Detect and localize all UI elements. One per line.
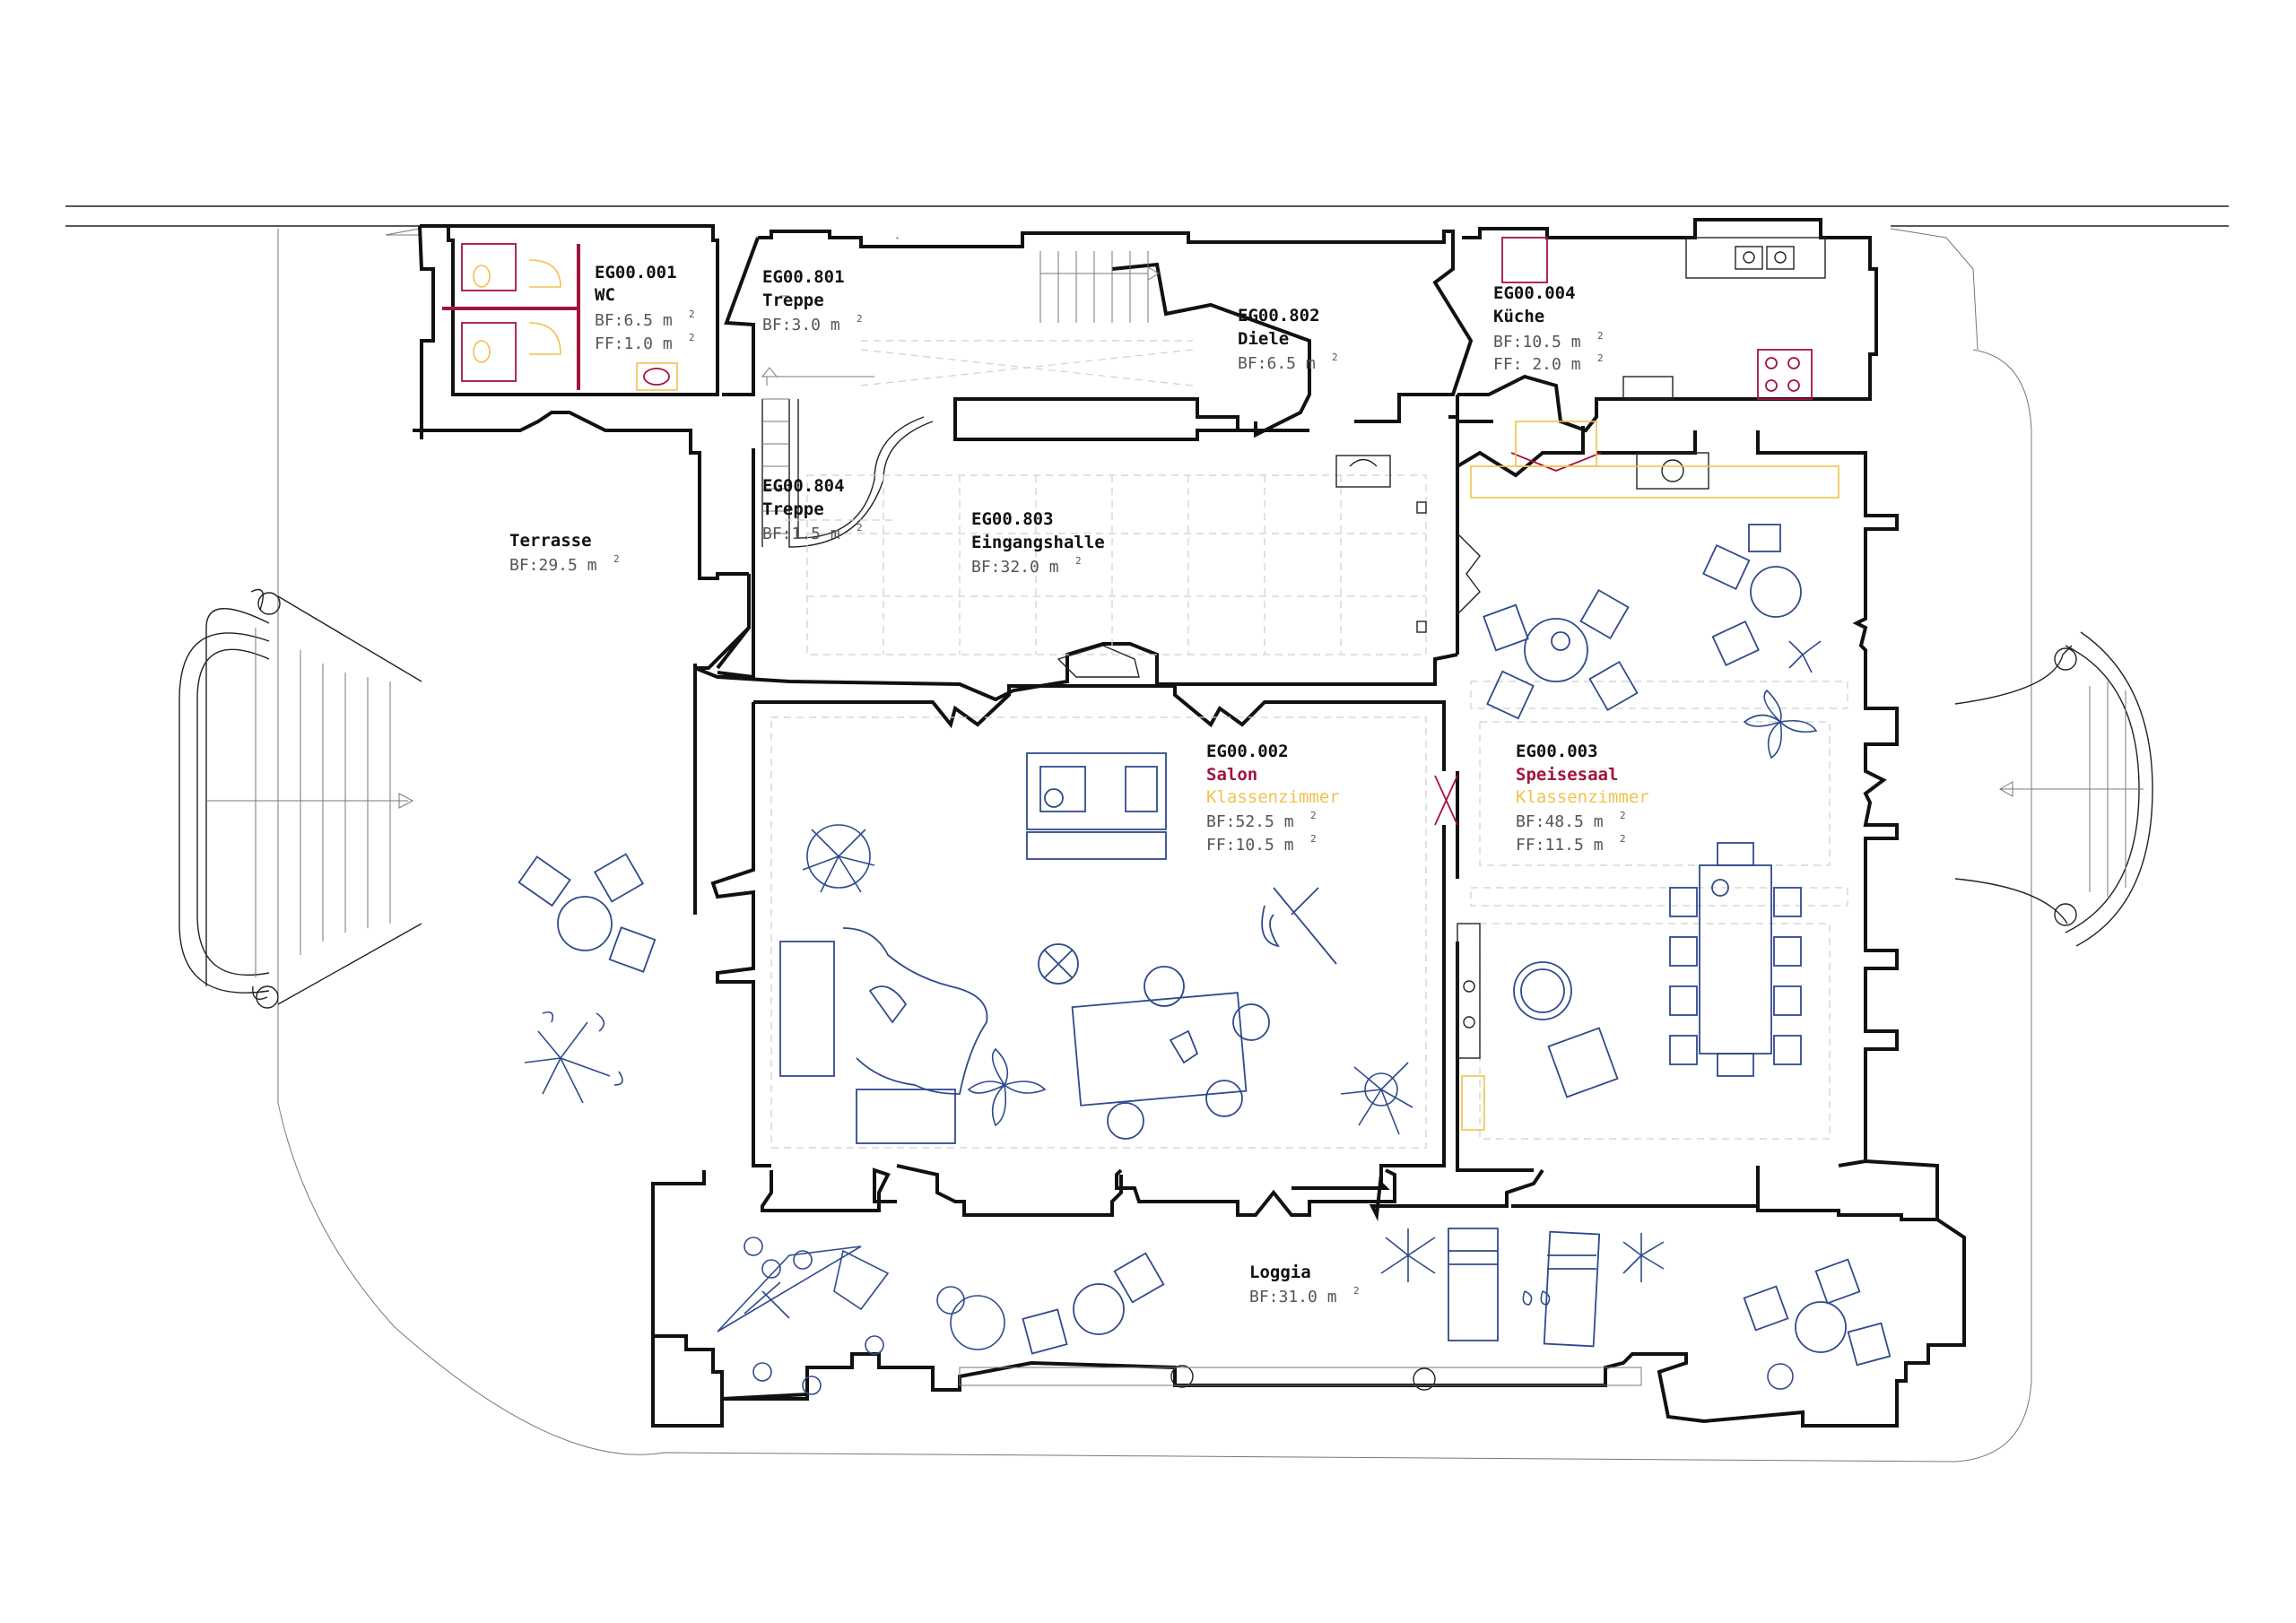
room-zones [770,681,1848,1149]
room-name: Terrasse [509,531,592,551]
room-bf: BF:6.5 m [1238,354,1316,373]
room-name: Salon [1206,765,1257,785]
kitchen-fixtures [1470,237,1839,499]
sup: 2 [1620,810,1626,821]
room-code: EG00.801 [762,267,845,287]
room-name: Eingangshalle [971,533,1105,552]
room-bf: BF:32.0 m [971,558,1059,577]
label-diele: EG00.802 Diele BF:6.5 m 2 [1238,306,1338,373]
label-salon: EG00.002 Salon Klassenzimmer BF:52.5 m 2… [1206,742,1340,855]
room-bf: BF:1.5 m [762,525,840,543]
dining-furniture [1457,524,1822,1131]
room-code: EG00.003 [1516,742,1598,761]
room-code: EG00.002 [1206,742,1289,761]
room-code: EG00.004 [1493,283,1576,303]
sup: 2 [857,313,863,325]
sup: 2 [1597,330,1604,342]
room-ff: FF:11.5 m [1516,836,1604,855]
east-staircase [1954,631,2153,947]
sup: 2 [1310,810,1317,821]
sup: 2 [1597,352,1604,364]
room-code: EG00.802 [1238,306,1320,325]
room-ff: FF:10.5 m [1206,836,1294,855]
room-ff: FF:1.0 m [595,334,673,353]
label-treppe-801: EG00.801 Treppe BF:3.0 m 2 [762,267,863,334]
site-outline [277,228,2032,1462]
room-name: Loggia [1249,1263,1311,1282]
terrace-furniture [517,853,657,1104]
sup: 2 [689,332,695,343]
room-code: EG00.803 [971,509,1054,529]
room-bf: BF:3.0 m [762,316,840,334]
hall-floor-pattern [785,340,1481,678]
sup: 2 [689,308,695,320]
sup: 2 [857,522,863,534]
room-function: Klassenzimmer [1516,787,1649,807]
room-code: EG00.001 [595,263,677,282]
sup: 2 [1620,833,1626,845]
label-wc: EG00.001 WC BF:6.5 m 2 FF:1.0 m 2 [595,263,695,353]
building-walls [413,218,1966,1428]
sup: 2 [613,553,620,565]
room-labels: EG00.001 WC BF:6.5 m 2 FF:1.0 m 2 EG00.8… [509,263,1649,1306]
room-bf: BF:10.5 m [1493,333,1581,352]
room-name: Diele [1238,329,1289,349]
room-name: Treppe [762,291,824,310]
room-bf: BF:6.5 m [595,311,673,330]
room-name: WC [595,285,615,305]
label-terrasse: Terrasse BF:29.5 m 2 [509,531,620,575]
room-bf: BF:48.5 m [1516,812,1604,831]
street-boundary [65,205,2229,227]
room-bf: BF:31.0 m [1249,1288,1337,1306]
room-name: Treppe [762,499,824,519]
sup: 2 [1332,352,1338,363]
wc-fixtures [442,243,678,391]
label-speisesaal: EG00.003 Speisesaal Klassenzimmer BF:48.… [1516,742,1649,855]
sup: 2 [1075,555,1082,567]
label-kueche: EG00.004 Küche BF:10.5 m 2 FF: 2.0 m 2 [1493,283,1604,374]
west-staircase [178,588,422,1009]
room-bf: BF:52.5 m [1206,812,1294,831]
room-function: Klassenzimmer [1206,787,1340,807]
room-name: Küche [1493,307,1544,326]
interior-stairs [761,237,1160,548]
label-treppe-804: EG00.804 Treppe BF:1.5 m 2 [762,476,863,543]
room-ff: FF: 2.0 m [1493,355,1581,374]
salon-furniture [779,752,1413,1144]
label-eingangshalle: EG00.803 Eingangshalle BF:32.0 m 2 [971,509,1105,577]
sup: 2 [1310,833,1317,845]
room-code: EG00.804 [762,476,845,496]
room-name: Speisesaal [1516,765,1618,785]
loggia-furniture [717,1228,1892,1395]
sup: 2 [1353,1285,1360,1297]
label-loggia: Loggia BF:31.0 m 2 [1249,1263,1360,1306]
room-bf: BF:29.5 m [509,556,597,575]
